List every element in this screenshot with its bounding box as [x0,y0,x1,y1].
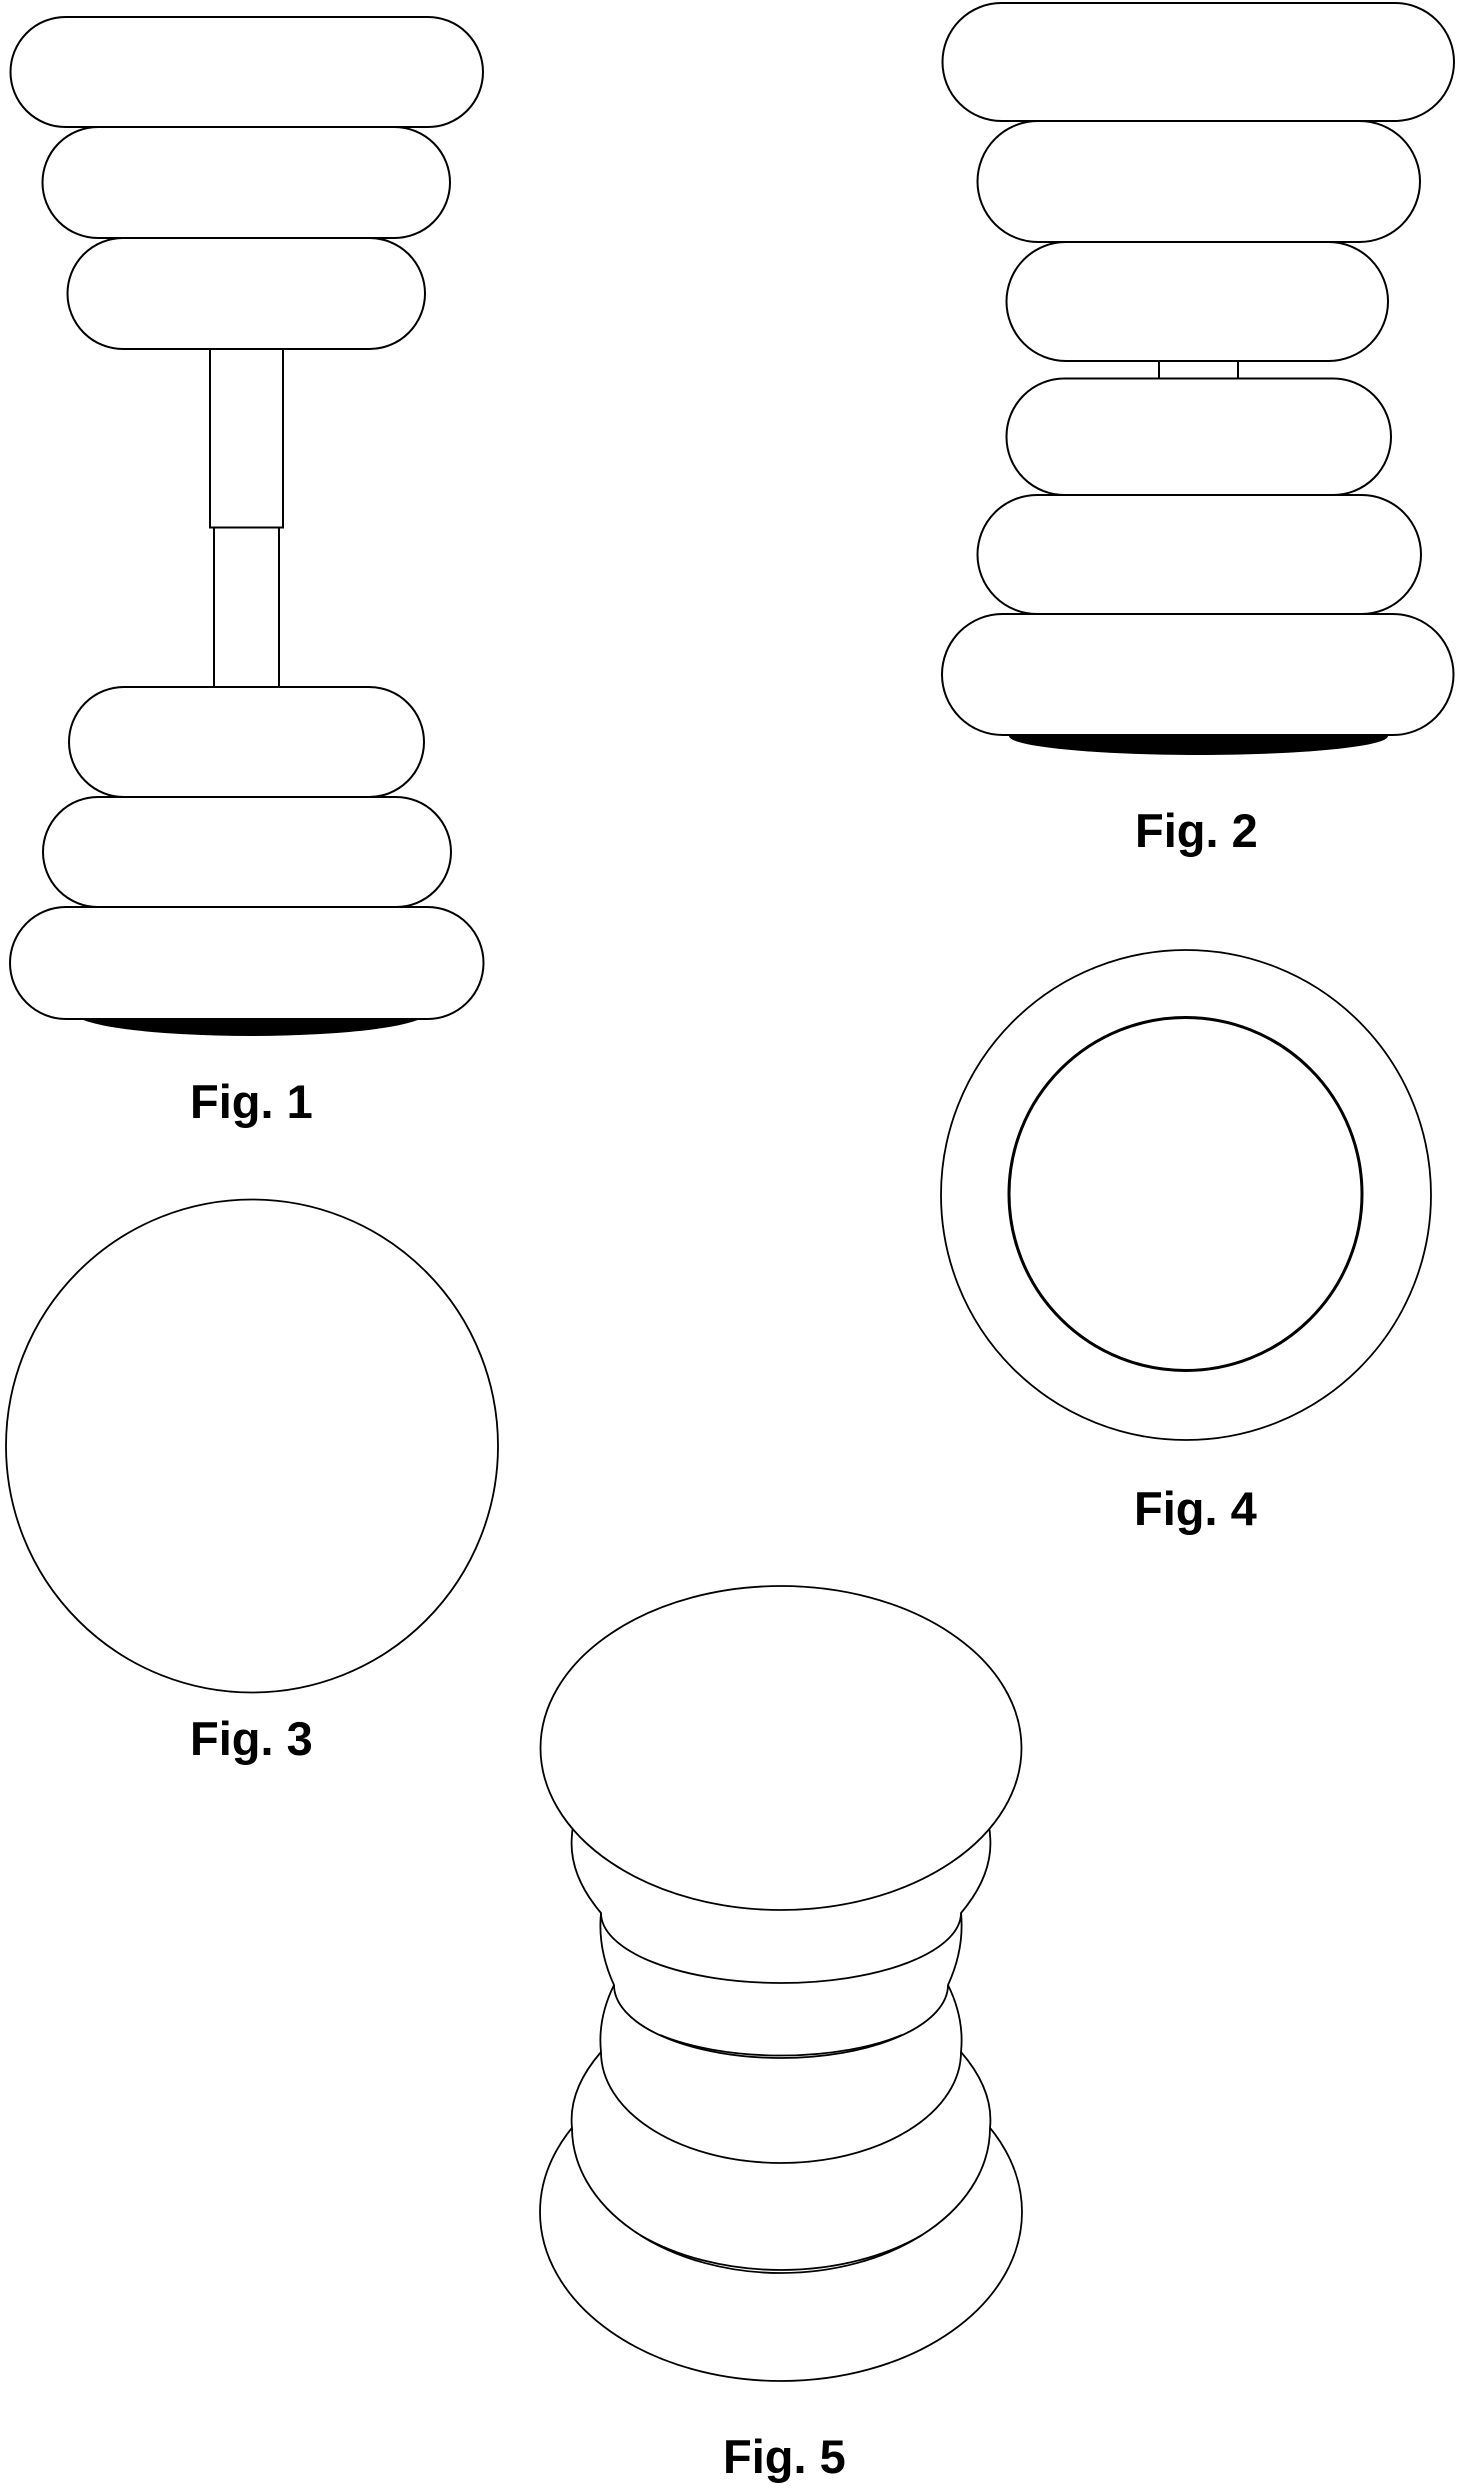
svg-text:Fig. 2: Fig. 2 [1135,804,1258,857]
svg-text:Fig. 4: Fig. 4 [1134,1482,1257,1535]
svg-text:Fig. 5: Fig. 5 [723,2430,846,2483]
svg-text:Fig. 3: Fig. 3 [190,1712,313,1765]
svg-text:Fig. 1: Fig. 1 [190,1075,313,1128]
